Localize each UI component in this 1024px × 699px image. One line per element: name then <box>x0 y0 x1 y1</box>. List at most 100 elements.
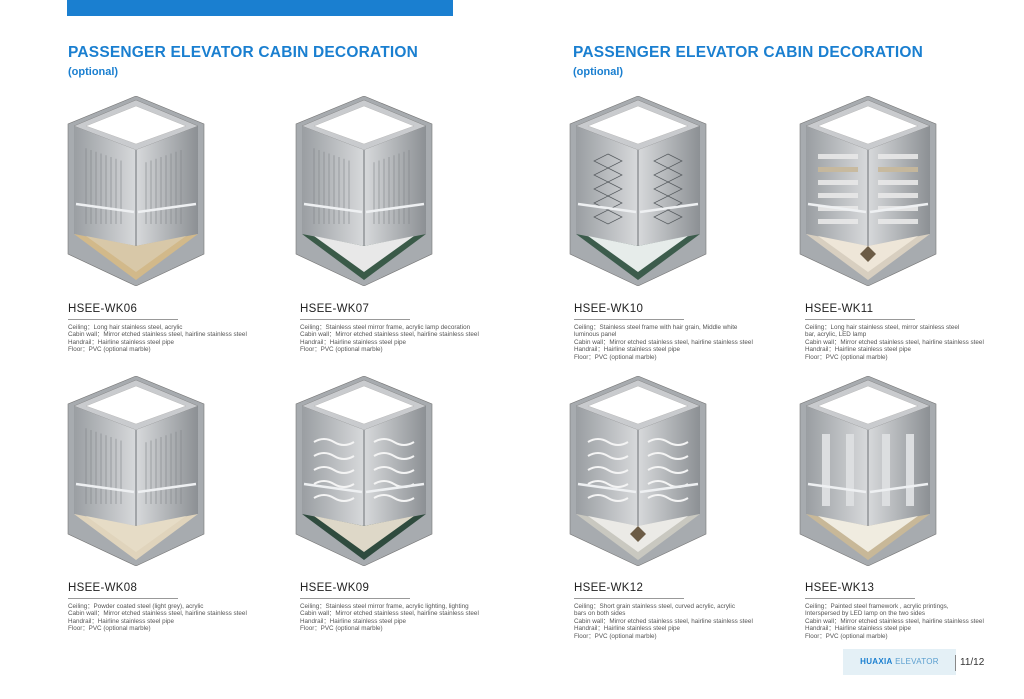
top-accent-bar <box>67 0 453 16</box>
cabin-floor <box>818 516 918 552</box>
spec-line: Ceiling：Stainless steel mirror frame, ac… <box>300 324 471 331</box>
cabin-right-wall <box>136 406 198 526</box>
product-model: HSEE-WK06 <box>68 303 138 315</box>
elevator-cabin-image <box>799 376 937 566</box>
spec-line: Cabin wall：Mirror etched stainless steel… <box>574 338 753 346</box>
spec-line: Handrail：Hairline stainless steel pipe <box>574 346 681 354</box>
spec-line: Handrail：Hairline stainless steel pipe <box>805 625 912 633</box>
ceiling-light <box>587 385 689 425</box>
product-description: Ceiling：Stainless steel frame with hair … <box>574 324 774 361</box>
handrail-left <box>303 482 363 494</box>
spec-line: Handrail：Hairline stainless steel pipe <box>68 338 175 346</box>
ceiling-light <box>85 105 187 145</box>
spec-line: Floor：PVC (optional marble) <box>574 632 657 640</box>
model-underline <box>300 319 410 320</box>
handrail-left <box>75 482 135 494</box>
ceiling-light <box>817 385 919 425</box>
section-subtitle-left: (optional) <box>68 66 119 78</box>
spec-line: Cabin wall：Mirror etched stainless steel… <box>68 331 247 339</box>
handrail-right <box>869 202 929 214</box>
wall-wave <box>587 438 629 446</box>
spec-line: Cabin wall：Mirror etched stainless steel… <box>68 610 247 618</box>
elevator-cabin-image <box>569 376 707 566</box>
handrail-right <box>639 202 699 214</box>
spec-line: Handrail：Hairline stainless steel pipe <box>300 617 407 625</box>
ceiling-light <box>587 105 689 145</box>
handrail-left <box>577 482 637 494</box>
spec-line: Handrail：Hairline stainless steel pipe <box>574 625 681 633</box>
wall-wave <box>373 466 415 474</box>
footer-brand: HUAXIA ELEVATOR <box>843 649 956 675</box>
elevator-cabin-image <box>295 376 433 566</box>
wall-wave <box>313 494 355 502</box>
product-description: Ceiling：Stainless steel mirror frame, ac… <box>300 603 500 633</box>
wall-wave <box>647 452 689 460</box>
elevator-cabin-image <box>295 96 433 286</box>
spec-line: Ceiling：Stainless steel mirror frame, ac… <box>300 603 469 610</box>
spec-line: Ceiling：Long hair stainless steel, mirro… <box>805 324 960 331</box>
brand-name: HUAXIA <box>860 657 893 666</box>
handrail-left <box>75 202 135 214</box>
product-model: HSEE-WK11 <box>805 303 874 315</box>
wall-wave <box>373 438 415 446</box>
spec-line: Handrail：Hairline stainless steel pipe <box>805 346 912 354</box>
product-description: Ceiling：Stainless steel mirror frame, ac… <box>300 324 500 354</box>
model-underline <box>68 319 178 320</box>
spec-line: Floor：PVC (optional marble) <box>805 632 888 640</box>
cabin-floor <box>86 516 186 552</box>
handrail-left <box>807 482 867 494</box>
handrail-right <box>365 202 425 214</box>
product-description: Ceiling：Short grain stainless steel, cur… <box>574 603 774 640</box>
wall-band <box>818 193 858 198</box>
spec-line: Interspersed by LED lamp on the two side… <box>805 610 926 618</box>
spec-line: luminous panel <box>574 331 617 339</box>
wall-band <box>878 167 918 172</box>
model-underline <box>805 598 915 599</box>
model-underline <box>574 598 684 599</box>
handrail-right <box>365 482 425 494</box>
ceiling-light <box>817 105 919 145</box>
spec-line: Floor：PVC (optional marble) <box>300 346 383 354</box>
handrail-right <box>639 482 699 494</box>
model-underline <box>574 319 684 320</box>
spec-line: Ceiling：Painted steel framework , acryli… <box>805 603 949 610</box>
cabin-floor <box>86 236 186 272</box>
spec-line: Cabin wall：Mirror etched stainless steel… <box>805 617 984 625</box>
section-title-right: PASSENGER ELEVATOR CABIN DECORATION <box>573 44 924 61</box>
wall-wave <box>587 480 629 488</box>
product-model: HSEE-WK12 <box>574 582 644 594</box>
wall-band <box>878 219 918 224</box>
section-subtitle-right: (optional) <box>573 66 624 78</box>
spec-line: Floor：PVC (optional marble) <box>574 353 657 361</box>
wall-band <box>878 180 918 185</box>
section-title-left: PASSENGER ELEVATOR CABIN DECORATION <box>68 44 419 61</box>
product-model: HSEE-WK09 <box>300 582 370 594</box>
cabin-left-wall <box>302 126 364 246</box>
ceiling-light <box>313 385 415 425</box>
brand-suffix: ELEVATOR <box>895 657 939 666</box>
product-model: HSEE-WK07 <box>300 303 370 315</box>
spec-line: Cabin wall：Mirror etched stainless steel… <box>805 338 984 346</box>
spec-line: Ceiling：Stainless steel frame with hair … <box>574 324 738 331</box>
model-underline <box>300 598 410 599</box>
ceiling-light <box>313 105 415 145</box>
handrail-right <box>869 482 929 494</box>
wall-wave <box>587 466 629 474</box>
elevator-cabin-image <box>799 96 937 286</box>
wall-panel <box>822 434 830 506</box>
product-description: Ceiling：Powder coated steel (light grey)… <box>68 603 268 633</box>
spec-line: Cabin wall：Mirror etched stainless steel… <box>300 331 479 339</box>
wall-wave <box>313 452 355 460</box>
spec-line: Ceiling：Short grain stainless steel, cur… <box>574 603 735 610</box>
spec-line: Floor：PVC (optional marble) <box>805 353 888 361</box>
handrail-left <box>577 202 637 214</box>
spec-line: Floor：PVC (optional marble) <box>68 346 151 354</box>
spec-line: Ceiling：Long hair stainless steel, acryl… <box>68 324 183 331</box>
elevator-cabin-image <box>569 96 707 286</box>
handrail-right <box>137 482 197 494</box>
spec-line: bars on both sides <box>574 610 626 618</box>
wall-wave <box>587 494 629 502</box>
handrail-left <box>807 202 867 214</box>
wall-wave <box>313 438 355 446</box>
footer-divider <box>955 655 956 671</box>
